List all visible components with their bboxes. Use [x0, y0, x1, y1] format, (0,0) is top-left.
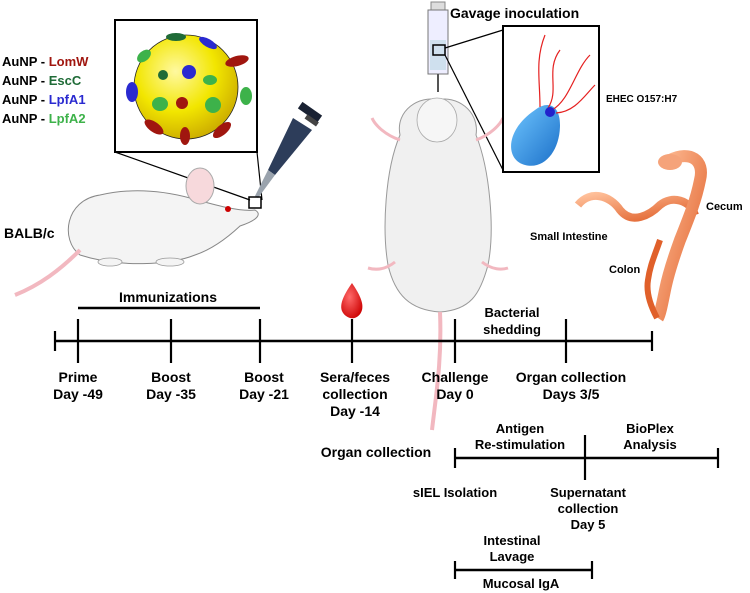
bacterium-inset	[502, 25, 600, 173]
legend-item-escc: AuNP - EscC	[2, 73, 82, 88]
mouse-strain-label: BALB/c	[4, 225, 55, 241]
timepoint-day: Day 0	[436, 386, 474, 402]
timepoint-title: Boost	[244, 369, 284, 385]
antigen-name: LpfA2	[49, 111, 86, 126]
legend-item-lpfa1: AuNP - LpfA1	[2, 92, 86, 107]
timepoint-title: Boost	[151, 369, 191, 385]
siel-isolation-label: sIEL Isolation	[413, 485, 497, 500]
antigen-name: LpfA1	[49, 92, 86, 107]
gavage-title: Gavage inoculation	[450, 5, 579, 21]
legend-prefix: AuNP -	[2, 92, 49, 107]
timepoint-day: Days 3/5	[543, 386, 600, 402]
organ-collection-start: Organ collection	[321, 444, 431, 460]
lavage-bracket	[453, 561, 594, 579]
blood-drop-icon	[341, 283, 363, 319]
bioplex-label-line1: BioPlex	[626, 421, 674, 436]
nanoparticle-inset	[114, 19, 263, 201]
timepoint-title: Sera/feces	[320, 369, 390, 385]
pathogen-label: EHEC O157:H7	[606, 94, 678, 105]
antigen-label-line2: Re-stimulation	[475, 437, 565, 452]
shedding-label-line1: Bacterial	[485, 305, 540, 320]
colon-label: Colon	[609, 264, 640, 276]
gavage-mouse-icon	[367, 1, 509, 431]
antigen-name: EscC	[49, 73, 82, 88]
legend-item-lomw: AuNP - LomW	[2, 54, 89, 69]
shedding-label-line2: shedding	[483, 322, 541, 337]
pipette-icon	[248, 101, 323, 209]
antigen-legend: AuNP - LomW AuNP - EscC AuNP - LpfA1 AuN…	[2, 54, 89, 126]
legend-prefix: AuNP -	[2, 54, 49, 69]
timepoint-day: Day -35	[146, 386, 196, 402]
small-intestine-label: Small Intestine	[530, 231, 608, 243]
antigen-name: LomW	[49, 54, 89, 69]
ehec-bacterium-icon	[511, 105, 560, 166]
supernatant-line3: Day 5	[571, 517, 606, 532]
legend-prefix: AuNP -	[2, 73, 49, 88]
legend-prefix: AuNP -	[2, 111, 49, 126]
mucosal-iga-label: Mucosal IgA	[483, 576, 560, 591]
supernatant-line2: collection	[558, 501, 619, 516]
lavage-line2: Lavage	[490, 549, 535, 564]
balbc-mouse-icon	[14, 167, 259, 297]
supernatant-line1: Supernatant	[550, 485, 627, 500]
organ-workflow-timeline	[453, 435, 720, 480]
timepoint-title: Prime	[59, 369, 98, 385]
timepoint-title: Challenge	[422, 369, 489, 385]
timepoint-detail: collection	[322, 386, 387, 402]
antigen-label-line1: Antigen	[496, 421, 544, 436]
intestine-icon	[574, 150, 707, 322]
lavage-line1: Intestinal	[483, 533, 540, 548]
timepoint-day: Day -14	[330, 403, 380, 419]
legend-item-lpfa2: AuNP - LpfA2	[2, 111, 86, 126]
timepoint-day: Day -49	[53, 386, 103, 402]
main-timeline	[53, 319, 654, 363]
timepoint-day: Day -21	[239, 386, 289, 402]
bioplex-label-line2: Analysis	[623, 437, 676, 452]
timepoint-title: Organ collection	[516, 369, 626, 385]
cecum-label: Cecum	[706, 201, 743, 213]
immunizations-label: Immunizations	[119, 289, 217, 305]
